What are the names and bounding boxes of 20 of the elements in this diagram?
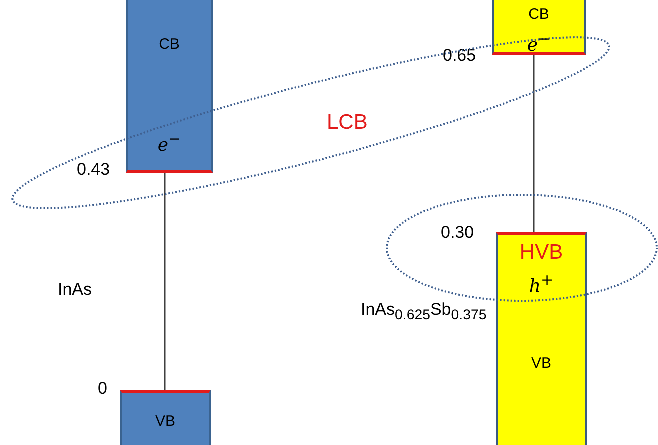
carrier-symbol: e$^{−}$: [156, 130, 182, 156]
energy-value: 0.43: [77, 160, 110, 180]
energy-value: 0.30: [441, 223, 474, 243]
band-label: CB: [528, 6, 550, 23]
region-label: LCB: [327, 111, 368, 135]
connector-line: [164, 173, 166, 390]
material-label: InAs: [58, 280, 92, 300]
band-label: CB: [158, 36, 181, 53]
band-label: VB: [530, 355, 552, 372]
energy-band-bar: [126, 0, 213, 173]
band-label: VB: [154, 413, 176, 430]
connector-line: [533, 55, 535, 232]
carrier-symbol: h$^{+}$: [528, 271, 555, 297]
energy-band-bar: [492, 0, 586, 55]
energy-band-bar: [496, 232, 587, 445]
energy-value: 0: [98, 379, 108, 399]
region-label: HVB: [518, 241, 564, 265]
material-label: InAs$_{0.625}$Sb$_{0.375}$: [361, 300, 487, 324]
energy-band-bar: [120, 390, 211, 445]
energy-value: 0.65: [443, 46, 476, 66]
